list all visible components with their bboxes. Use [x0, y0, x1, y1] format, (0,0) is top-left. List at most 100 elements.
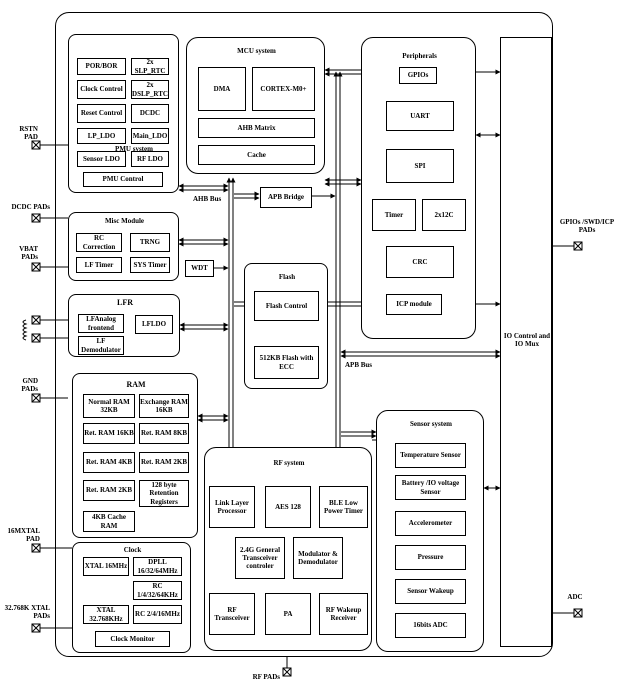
pmu-block-por-bor: POR/BOR [77, 58, 126, 75]
pad-label-gpio: GPIOs /SWD/ICP PADs [559, 218, 615, 235]
pad-label-32k-xtal: 32.768K XTAL PADs [4, 604, 50, 621]
sensor-system: Sensor system Temperature Sensor Battery… [376, 410, 484, 652]
ram-title: RAM [126, 380, 146, 389]
ram-ret-2kb-b: Ret. RAM 2KB [83, 480, 135, 501]
sensor-title: Sensor system [409, 420, 453, 428]
sensor-pressure: Pressure [395, 545, 466, 570]
clock-system: Clock XTAL 16MHz DPLL 16/32/64MHz RC 1/4… [72, 542, 191, 653]
pad-label-rstn: RSTN PAD [19, 125, 38, 142]
misc-trng: TRNG [130, 233, 170, 252]
pad-vbat [31, 262, 41, 272]
pad-label-rf: RF PADs [252, 673, 280, 681]
clock-rc-mhz: RC 2/4/16MHz [133, 605, 182, 624]
clock-title: Clock [123, 546, 142, 554]
ram-retention-registers: 128 byte Retention Registers [139, 480, 189, 507]
io-control-mux: IO Control and IO Mux [500, 37, 552, 647]
chip-boundary [55, 12, 553, 657]
pmu-block-reset-control: Reset Control [77, 104, 126, 123]
ram-ret-4kb: Ret. RAM 4KB [83, 452, 135, 473]
ram-system: RAM Normal RAM 32KB Exchange RAM 16KB Re… [72, 373, 198, 538]
pad-label-dcdc: DCDC PADs [11, 203, 50, 211]
rf-pa: PA [265, 593, 311, 635]
pmu-block-main-ldo: Main_LDO [131, 128, 169, 144]
pmu-block-rf-ldo: RF LDO [131, 151, 169, 167]
flash-title: Flash [278, 273, 296, 281]
mcu-system: MCU system DMA CORTEX-M0+ AHB Matrix Cac… [186, 37, 325, 174]
pad-adc [573, 608, 583, 618]
wdt: WDT [185, 260, 214, 277]
pad-16mxtal [31, 543, 41, 553]
ram-ret-8kb: Ret. RAM 8KB [139, 423, 189, 444]
pad-lfr2 [31, 333, 41, 343]
mcu-cortex-core: CORTEX-M0+ [252, 67, 315, 111]
misc-title: Misc Module [104, 217, 145, 225]
pmu-block-slp-rtc: 2x SLP_RTC [131, 58, 169, 75]
ram-exchange-16kb: Exchange RAM 16KB [139, 394, 189, 418]
pad-32k-xtal [31, 623, 41, 633]
flash-system: Flash Flash Control 512KB Flash with ECC [244, 263, 328, 389]
rf-link-layer-processor: Link Layer Processor [209, 486, 255, 528]
rf-system: RF system Link Layer Processor AES 128 B… [204, 447, 372, 651]
pad-dcdc [31, 213, 41, 223]
flash-memory: 512KB Flash with ECC [254, 346, 319, 379]
clock-xtal-32k: XTAL 32.768KHz [83, 605, 129, 624]
rf-transceiver: RF Transceiver [209, 593, 255, 635]
sensor-wakeup: Sensor Wakeup [395, 579, 466, 604]
periph-i2c: 2x12C [422, 199, 466, 231]
pad-gnd [31, 393, 41, 403]
mcu-ahb-matrix: AHB Matrix [198, 118, 315, 138]
lfr-ldo: LFLDO [135, 315, 173, 334]
lfr-module: LFR LFAnalog frontend LF Demodulator LFL… [68, 294, 180, 357]
periph-spi: SPI [386, 149, 454, 183]
pad-rstn [31, 140, 41, 150]
pad-label-adc: ADC [567, 593, 583, 601]
pad-label-gnd: GND PADs [21, 377, 38, 394]
sensor-accelerometer: Accelerometer [395, 511, 466, 536]
pad-lfr1 [31, 315, 41, 325]
pmu-title: PMU system [115, 145, 153, 153]
ram-cache-4kb: 4KB Cache RAM [83, 511, 135, 532]
pmu-system: POR/BOR 2x SLP_RTC Clock Control 2x DSLP… [68, 34, 179, 193]
apb-bus-label: APB Bus [345, 361, 373, 369]
lfr-title: LFR [117, 298, 133, 307]
rf-aes128: AES 128 [265, 486, 311, 528]
lfr-demodulator: LF Demodulator [78, 336, 124, 355]
ram-ret-16kb: Ret. RAM 16KB [83, 423, 135, 444]
pad-gpio [573, 241, 583, 251]
rf-ble-low-power-timer: BLE Low Power Timer [319, 486, 368, 528]
pad-rf [282, 667, 292, 677]
ahb-bus-label: AHB Bus [193, 195, 222, 203]
peripherals: Peripherals GPIOs UART SPI Timer 2x12C C… [361, 37, 476, 339]
periph-crc: CRC [386, 246, 454, 278]
mcu-title: MCU system [237, 47, 276, 55]
rf-transceiver-controller: 2.4G General Transceiver controler [235, 537, 285, 579]
clock-monitor: Clock Monitor [95, 631, 170, 647]
periph-uart: UART [386, 101, 454, 131]
pmu-block-clock-control: Clock Control [77, 80, 126, 99]
clock-rc-khz: RC 1/4/32/64KHz [133, 581, 182, 600]
periph-gpios: GPIOs [399, 67, 437, 84]
misc-rc-correction: RC Correction [76, 233, 122, 252]
ram-normal-32kb: Normal RAM 32KB [83, 394, 135, 418]
peripherals-title: Peripherals [402, 52, 437, 60]
mcu-cache: Cache [198, 145, 315, 165]
misc-module: Misc Module RC Correction TRNG LF Timer … [68, 212, 179, 281]
ram-ret-2kb-a: Ret. RAM 2KB [139, 452, 189, 473]
periph-timer: Timer [372, 199, 416, 231]
pad-label-vbat: VBAT PADs [19, 245, 38, 262]
lfr-analog-frontend: LFAnalog frontend [78, 314, 124, 333]
pmu-block-sensor-ldo: Sensor LDO [77, 151, 126, 167]
misc-lf-timer: LF Timer [76, 257, 122, 273]
pmu-control: PMU Control [83, 172, 163, 187]
pmu-block-dslp-rtc: 2x DSLP_RTC [131, 80, 169, 99]
periph-icp-module: ICP module [386, 294, 442, 315]
clock-xtal-16mhz: XTAL 16MHz [83, 557, 129, 576]
misc-sys-timer: SYS Timer [130, 257, 170, 273]
rf-wakeup-receiver: RF Wakeup Receiver [319, 593, 368, 635]
apb-bridge: APB Bridge [260, 187, 312, 208]
clock-dpll: DPLL 16/32/64MHz [133, 557, 182, 576]
pmu-block-lp-ldo: LP_LDO [77, 128, 126, 144]
sensor-temperature: Temperature Sensor [395, 443, 466, 468]
pad-label-16mxtal: 16MXTAL PAD [7, 527, 40, 544]
mcu-dma: DMA [198, 67, 246, 111]
